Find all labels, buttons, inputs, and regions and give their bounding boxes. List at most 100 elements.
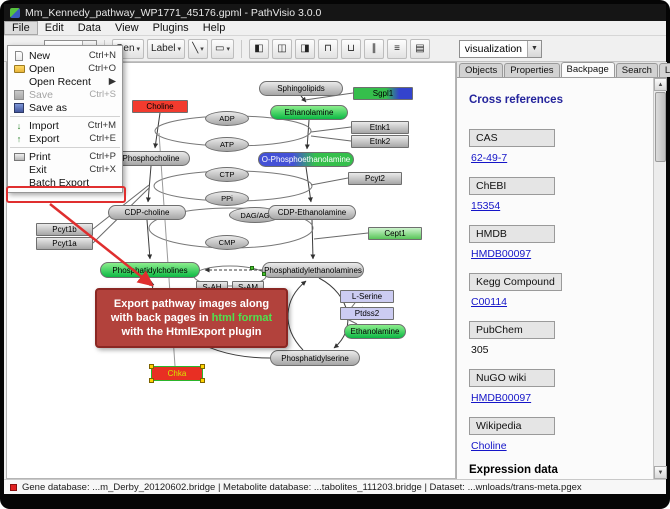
pathway-node-pcyt1a[interactable]: Pcyt1a <box>36 237 93 250</box>
blank-icon <box>13 164 25 176</box>
file-menu-item-save-as[interactable]: Save as <box>8 101 122 114</box>
pathway-node-ethanolamine[interactable]: Ethanolamine <box>344 324 406 339</box>
file-menu-item-import[interactable]: ↓ Import Ctrl+M <box>8 119 122 132</box>
chevron-down-icon[interactable]: ▼ <box>527 40 541 57</box>
tab-search[interactable]: Search <box>615 63 658 77</box>
pathway-node-atp[interactable]: ATP <box>205 137 249 152</box>
distribute-horizontal-icon[interactable]: ∥ <box>364 38 384 59</box>
pathway-node-ctp[interactable]: CTP <box>205 167 249 182</box>
pathway-node-cmp[interactable]: CMP <box>205 235 249 250</box>
pathway-node-phosphocholine[interactable]: Phosphocholine <box>112 151 190 166</box>
tab-backpage[interactable]: Backpage <box>560 62 615 77</box>
panel-scrollbar[interactable]: ▲ ▼ <box>653 78 667 479</box>
visualization-combo[interactable]: visualization ▼ <box>458 39 542 58</box>
menu-plugins[interactable]: Plugins <box>152 22 189 34</box>
align-bottom-icon[interactable]: ⊔ <box>341 38 361 59</box>
pathway-node-ethanolamine[interactable]: Ethanolamine <box>270 105 348 120</box>
xref-link[interactable]: HMDB00097 <box>471 248 532 260</box>
pathway-node-sphingolipids[interactable]: Sphingolipids <box>259 81 343 96</box>
menu-help[interactable]: Help <box>202 22 226 34</box>
pathway-node-etnk1[interactable]: Etnk1 <box>351 121 409 134</box>
selection-handle-icon[interactable] <box>149 364 154 369</box>
xref-link[interactable]: HMDB00097 <box>471 392 532 404</box>
status-bar: Gene database: ...m_Derby_20120602.bridg… <box>4 479 666 494</box>
align-center-icon[interactable]: ◫ <box>272 38 292 59</box>
pathway-node-choline[interactable]: Choline <box>132 100 188 113</box>
align-left-icon[interactable]: ◧ <box>249 38 269 59</box>
menu-view[interactable]: View <box>114 22 139 34</box>
pathway-node-chka[interactable]: Chka <box>149 364 205 383</box>
align-top-icon[interactable]: ⊓ <box>318 38 338 59</box>
app-window: Mm_Kennedy_pathway_WP1771_45176.gpml - P… <box>4 4 670 494</box>
tab-objects[interactable]: Objects <box>459 63 504 77</box>
selection-handle-icon[interactable] <box>149 378 154 383</box>
shape-tool-button[interactable]: ▭▾ <box>211 38 234 59</box>
import-icon: ↓ <box>16 120 22 131</box>
menu-data[interactable]: Data <box>77 22 101 34</box>
file-menu-item-open-recent[interactable]: Open Recent▶ <box>8 75 122 88</box>
menu-bar: File Edit Data View Plugins Help <box>4 21 666 36</box>
print-icon <box>13 151 25 163</box>
pathway-node-phosphatidylserine[interactable]: Phosphatidylserine <box>270 350 360 366</box>
xref-link[interactable]: Choline <box>471 440 507 452</box>
pathway-node-adp[interactable]: ADP <box>205 111 249 126</box>
selection-handle-icon[interactable] <box>200 378 205 383</box>
pathway-node-o-phosphoethanolamine[interactable]: O-Phosphoethanolamine <box>258 152 354 167</box>
line-tool-button[interactable]: ╲▾ <box>188 38 209 59</box>
menu-item-label: Print <box>29 150 51 163</box>
pathway-node-phosphatidylethanolamines[interactable]: Phosphatidylethanolamines <box>262 262 364 278</box>
label-tool-button[interactable]: Label▾ <box>147 38 186 59</box>
tab-properties[interactable]: Properties <box>504 63 560 77</box>
menu-edit[interactable]: Edit <box>44 22 64 34</box>
xref-link[interactable]: C00114 <box>471 296 508 308</box>
pathway-node-cdp-choline[interactable]: CDP-choline <box>108 205 186 220</box>
selection-handle-icon[interactable] <box>262 272 266 276</box>
cross-references-heading: Cross references <box>469 94 563 106</box>
distribute-vertical-icon[interactable]: ≡ <box>387 38 407 59</box>
title-bar: Mm_Kennedy_pathway_WP1771_45176.gpml - P… <box>4 4 666 21</box>
file-menu-item-batch-export[interactable]: Batch Export <box>8 176 122 189</box>
pathway-node-ppi[interactable]: PPi <box>205 191 249 206</box>
stack-icon[interactable]: ▤ <box>410 38 430 59</box>
selection-handle-icon[interactable] <box>250 266 254 270</box>
pathway-node-pcyt2[interactable]: Pcyt2 <box>348 172 402 185</box>
menu-item-label: Import <box>29 119 59 132</box>
xref-source: Wikipedia <box>469 417 555 435</box>
tab-legend[interactable]: Legend <box>658 63 670 77</box>
xref-source: NuGO wiki <box>469 369 555 387</box>
menu-item-label: Save <box>29 88 53 101</box>
menu-item-shortcut: Ctrl+M <box>87 120 116 131</box>
menu-separator <box>10 116 120 117</box>
annotation-highlight: html format <box>211 312 273 324</box>
visualization-value: visualization <box>464 42 522 55</box>
xref-link[interactable]: 62-49-7 <box>471 152 508 164</box>
pathway-node-l-serine[interactable]: L-Serine <box>340 290 394 303</box>
export-icon: ↑ <box>16 133 22 144</box>
pathway-node-cdp-ethanolamine[interactable]: CDP-Ethanolamine <box>268 205 356 220</box>
scroll-down-icon[interactable]: ▼ <box>654 466 667 479</box>
pathway-node-cept1[interactable]: Cept1 <box>368 227 422 240</box>
pathway-node-phosphatidylcholines[interactable]: Phosphatidylcholines <box>100 262 200 278</box>
menu-item-shortcut: Ctrl+X <box>89 164 116 175</box>
pathway-node-sgpl1[interactable]: Sgpl1 <box>353 87 413 100</box>
align-right-icon[interactable]: ◨ <box>295 38 315 59</box>
pathway-node-etnk2[interactable]: Etnk2 <box>351 135 409 148</box>
selection-handle-icon[interactable] <box>200 364 205 369</box>
pathway-node-ptdss2[interactable]: Ptdss2 <box>340 307 394 320</box>
pathway-node-pcyt1b[interactable]: Pcyt1b <box>36 223 93 236</box>
scrollbar-thumb[interactable] <box>655 92 666 162</box>
scroll-up-icon[interactable]: ▲ <box>654 78 667 91</box>
menu-file[interactable]: File <box>4 21 38 35</box>
xref-link[interactable]: 15354 <box>471 200 501 212</box>
